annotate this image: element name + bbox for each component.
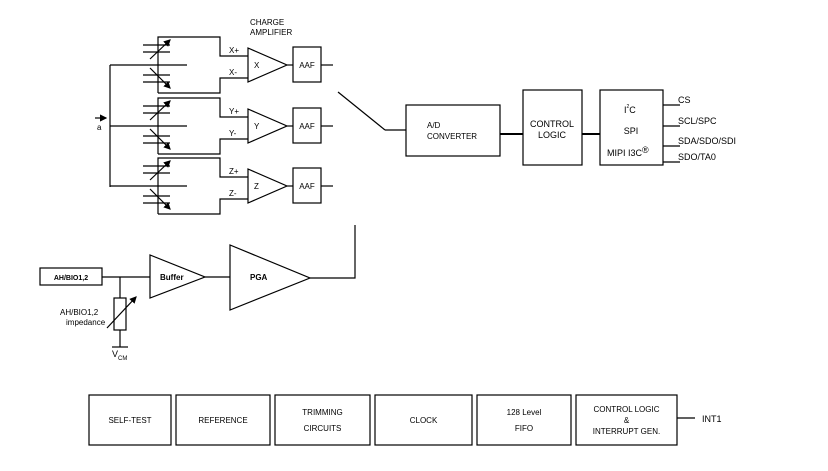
bottom-block-label: CIRCUITS [304, 424, 342, 433]
charge-amplifier-label-1: CHARGE [250, 18, 284, 27]
mux-switch [337, 91, 386, 131]
variable-capacitor-arrow-icon [149, 128, 171, 150]
bottom-block [88, 394, 172, 446]
pin-label: CS [678, 95, 691, 105]
variable-capacitor-arrow-icon [149, 188, 171, 210]
impedance-label-1: AH/BIO1,2 [60, 308, 99, 317]
channel-label: X+ [229, 46, 239, 55]
channel-label: X- [229, 68, 237, 77]
channel-label: Y- [229, 129, 237, 138]
bottom-block-label: REFERENCE [198, 416, 247, 425]
variable-capacitor-arrow-icon [149, 100, 171, 121]
bottom-block [175, 394, 271, 446]
i2c-label: I2C [624, 104, 636, 115]
signal-chain: A/D CONVERTER CONTROL LOGIC I2C SPI MIPI… [337, 89, 736, 166]
spi-label: SPI [624, 126, 639, 136]
adc-label-1: A/D [427, 121, 441, 130]
control-logic-label-2: LOGIC [538, 130, 567, 140]
channel-label: X [254, 61, 260, 70]
buffer-amp [149, 254, 207, 299]
channel-label: Y [254, 122, 260, 131]
bottom-block-label: SELF-TEST [108, 416, 151, 425]
pin-label: SDA/SDO/SDI [678, 136, 736, 146]
bottom-block-label: & [624, 416, 630, 425]
vcm-label: VCM [112, 349, 127, 362]
ah-bio-input-label: AH/BIO1,2 [54, 275, 88, 282]
bottom-blocks: SELF-TEST REFERENCE TRIMMING CIRCUITS CLOCK 1… [88, 394, 678, 446]
bottom-block-label: TRIMMING [302, 408, 342, 417]
analog-hub-section: AH/BIO1,2 AH/BIO1,2 impedance VCM Buffer… [39, 225, 356, 362]
buffer-label: Buffer [160, 273, 184, 282]
channel-label: AAF [299, 182, 315, 191]
charge-amplifier [247, 47, 289, 83]
channel-label: Z- [229, 189, 237, 198]
i3c-label: MIPI I3C® [607, 145, 649, 158]
channel-x: X+ X- X AAF [110, 36, 333, 94]
channel-label: Z [254, 182, 259, 191]
charge-amplifier [247, 108, 289, 144]
bottom-block [274, 394, 371, 446]
adc-label-2: CONVERTER [427, 132, 477, 141]
channel-label: AAF [299, 122, 315, 131]
variable-capacitor-arrow-icon [149, 39, 171, 60]
bottom-block-label: CLOCK [410, 416, 438, 425]
int1-pin-label: INT1 [702, 414, 722, 424]
variable-arrow-icon [106, 296, 137, 329]
bottom-block-label: FIFO [515, 424, 533, 433]
pga-label: PGA [250, 273, 268, 282]
variable-capacitor-arrow-icon [149, 160, 171, 181]
bottom-block-label: 128 Level [507, 408, 542, 417]
channel-label: AAF [299, 61, 315, 70]
pin-label: SDO/TA0 [678, 152, 716, 162]
bottom-block [374, 394, 473, 446]
bottom-block-label: INTERRUPT GEN. [593, 427, 660, 436]
pin-label: SCL/SPC [678, 116, 717, 126]
impedance-label-2: impedance [66, 318, 106, 327]
pga-amp [229, 244, 312, 311]
charge-amplifier [247, 168, 289, 204]
interface-block [599, 89, 664, 166]
variable-capacitor-arrow-icon [149, 67, 171, 89]
input-label: a [97, 123, 102, 132]
channel-z: Z+ Z- Z AAF [110, 157, 333, 215]
channel-label: Y+ [229, 107, 239, 116]
adc-block [405, 104, 501, 157]
bottom-block-label: CONTROL LOGIC [594, 405, 660, 414]
channel-y: Y+ Y- Y AAF [110, 97, 333, 155]
charge-amplifier-label-2: AMPLIFIER [250, 28, 292, 37]
bottom-block [476, 394, 572, 446]
control-logic-block [522, 89, 583, 166]
channel-label: Z+ [229, 167, 239, 176]
bottom-block [575, 394, 678, 446]
control-logic-label-1: CONTROL [530, 119, 574, 129]
